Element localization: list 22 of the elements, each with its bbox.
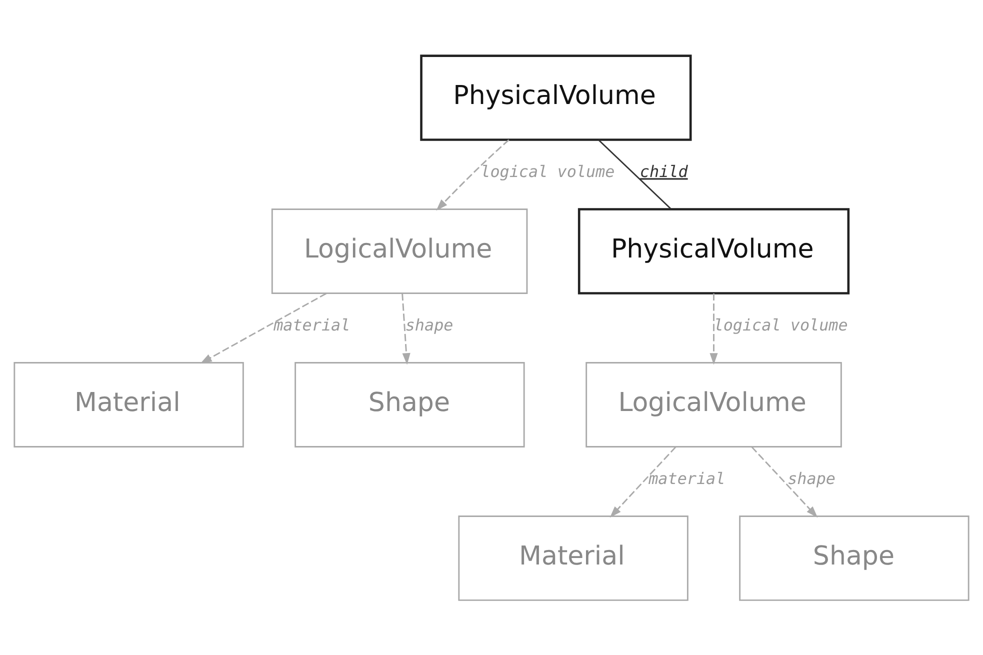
edge-label: material	[274, 315, 350, 334]
arrow	[436, 138, 510, 210]
node-box: Material	[14, 362, 244, 447]
edge-label: logical volume	[480, 162, 615, 181]
node-box: LogicalVolume	[271, 208, 528, 294]
arrow	[200, 292, 327, 364]
edge-label: material	[648, 468, 726, 488]
connector	[598, 138, 672, 210]
edge-label: logical volume	[714, 315, 848, 334]
edge-label: shape	[788, 468, 836, 488]
arrow	[610, 446, 676, 518]
arrow	[402, 292, 410, 364]
arrow	[710, 292, 718, 364]
arrow	[751, 446, 818, 518]
node-box: Material	[458, 515, 688, 600]
node-box: Shape	[294, 362, 525, 447]
node-box: Shape	[739, 515, 970, 600]
node-box: PhysicalVolume	[578, 208, 850, 294]
node-box: LogicalVolume	[586, 362, 842, 447]
node-box: PhysicalVolume	[420, 54, 692, 140]
edge-label: shape	[405, 315, 454, 334]
edge-label: child	[640, 162, 688, 181]
